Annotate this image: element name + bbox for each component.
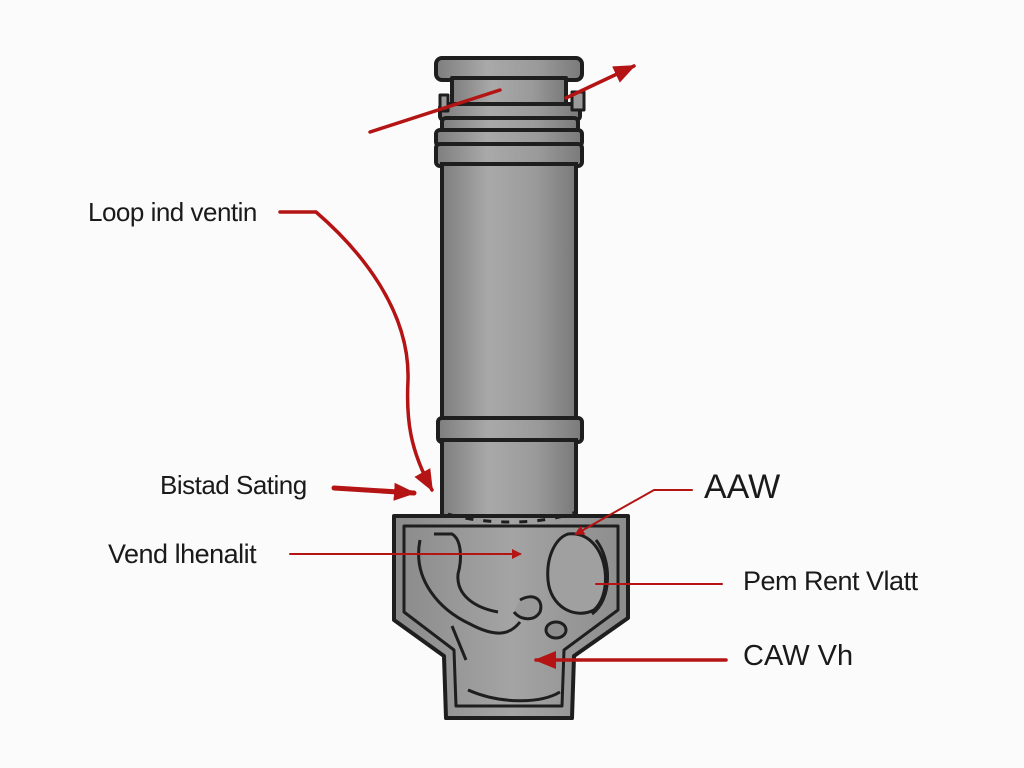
cap-exit-arrow <box>564 64 636 100</box>
annotation-arrows <box>278 64 728 669</box>
cap-through-arrow <box>368 88 502 134</box>
bistad-leader-arrow <box>331 482 417 501</box>
pipe-barrel <box>436 162 584 522</box>
fitting-housing <box>392 510 630 720</box>
label-aaw: AAW <box>704 468 781 506</box>
label-caw-vh: CAW Vh <box>743 640 854 672</box>
label-bistad-sating: Bistad Sating <box>160 470 307 500</box>
label-loop-ind-ventin: Loop ind ventin <box>88 197 257 227</box>
label-vend-lhenalit: Vend lhenalit <box>108 539 257 569</box>
aaw-leader-arrow <box>574 489 693 535</box>
top-cap <box>434 56 586 148</box>
label-pem-rent-vlatt: Pem Rent Vlatt <box>743 566 918 596</box>
loop-leader-arrow <box>278 210 434 492</box>
